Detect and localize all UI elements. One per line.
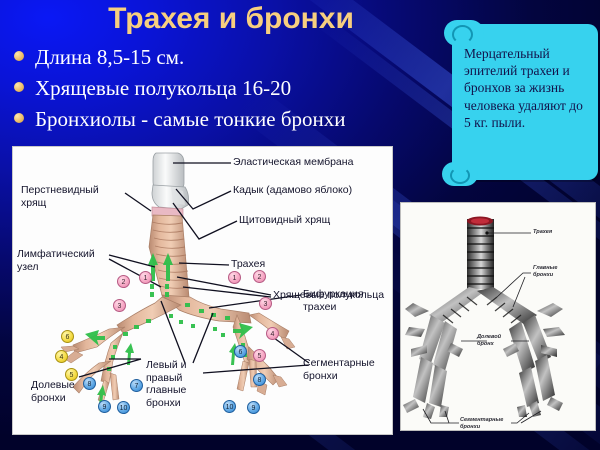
callout-scroll-top-icon (444, 20, 484, 46)
trachea-bronchi-diagram: Эластическая мембрана Кадык (адамово ябл… (12, 146, 393, 435)
rlabel-trachea: Трахея (533, 229, 553, 235)
label-elastic-membrane: Эластическая мембрана (233, 156, 354, 168)
marker-circle: 3 (113, 299, 126, 312)
fact-callout: Мерцательный эпителий трахеи и бронхов з… (442, 20, 598, 186)
label-main-bronchi: Левый и правый главные бронхи (146, 359, 187, 409)
callout-scroll-bottom-icon (442, 162, 478, 186)
marker-circle: 9 (98, 400, 111, 413)
marker-circle: 8 (253, 373, 266, 386)
marker-circle: 8 (83, 377, 96, 390)
marker-circle: 9 (247, 401, 260, 414)
label-lobar-bronchi: Долевые бронхи (31, 379, 75, 404)
green-flow-arrows (85, 253, 253, 405)
callout-text: Мерцательный эпителий трахеи и бронхов з… (464, 46, 583, 130)
bullet-dot-icon (14, 113, 24, 123)
bullet-dot-icon (14, 82, 24, 92)
list-item: Длина 8,5-15 см. (14, 44, 454, 75)
marker-circle: 5 (65, 368, 78, 381)
label-cricoid-cartilage: Перстневидный хрящ (21, 184, 99, 209)
marker-circle: 3 (259, 297, 272, 310)
marker-circle: 10 (223, 400, 236, 413)
label-segmental-bronchi: Сегментарные бронхи (303, 357, 375, 382)
label-trachea: Трахея (231, 258, 266, 270)
label-cartilage-半rings: Хрящевые полукольца (273, 289, 385, 301)
rlabel-segmental-bronchi: Сегментарные бронхи (460, 417, 504, 430)
marker-circle: 7 (130, 379, 143, 392)
list-item: Бронхиолы - самые тонкие бронхи (14, 106, 454, 137)
bullet-list: Длина 8,5-15 см. Хрящевые полукольца 16-… (14, 44, 454, 137)
marker-circle: 1 (139, 271, 152, 284)
list-item: Хрящевые полукольца 16-20 (14, 75, 454, 106)
marker-circle: 5 (253, 349, 266, 362)
trachea-illustration (60, 152, 310, 405)
leader-lines (78, 162, 310, 378)
marker-circle: 10 (117, 401, 130, 414)
marker-circle: 4 (55, 350, 68, 363)
rlabel-lobar-bronchus: Долевой бронх (477, 334, 502, 347)
marker-circle: 1 (228, 271, 241, 284)
marker-circle: 6 (61, 330, 74, 343)
bronchial-tree-photo: Трахея Главные бронхи Долевой бронх Сегм… (400, 202, 596, 431)
bullet-label: Длина 8,5-15 см. (35, 45, 185, 69)
right-leader-lines (422, 232, 542, 424)
marker-circle: 2 (117, 275, 130, 288)
marker-circle: 2 (253, 270, 266, 283)
label-lymph-node: Лимфатический узел (17, 248, 95, 273)
label-bifurcation: Бифуркация трахеи (303, 288, 364, 313)
label-adams-apple: Кадык (адамово яблоко) (233, 184, 353, 196)
bronchial-tree-illustration (403, 216, 565, 424)
bullet-label: Хрящевые полукольца 16-20 (35, 76, 292, 100)
bullet-dot-icon (14, 51, 24, 61)
marker-circle: 4 (266, 327, 279, 340)
rlabel-main-bronchi: Главные бронхи (533, 265, 558, 278)
label-thyroid-cartilage: Щитовидный хрящ (239, 214, 331, 226)
page-title: Трахея и бронхи (108, 2, 354, 35)
marker-circle: 6 (234, 345, 247, 358)
bullet-label: Бронхиолы - самые тонкие бронхи (35, 107, 346, 131)
